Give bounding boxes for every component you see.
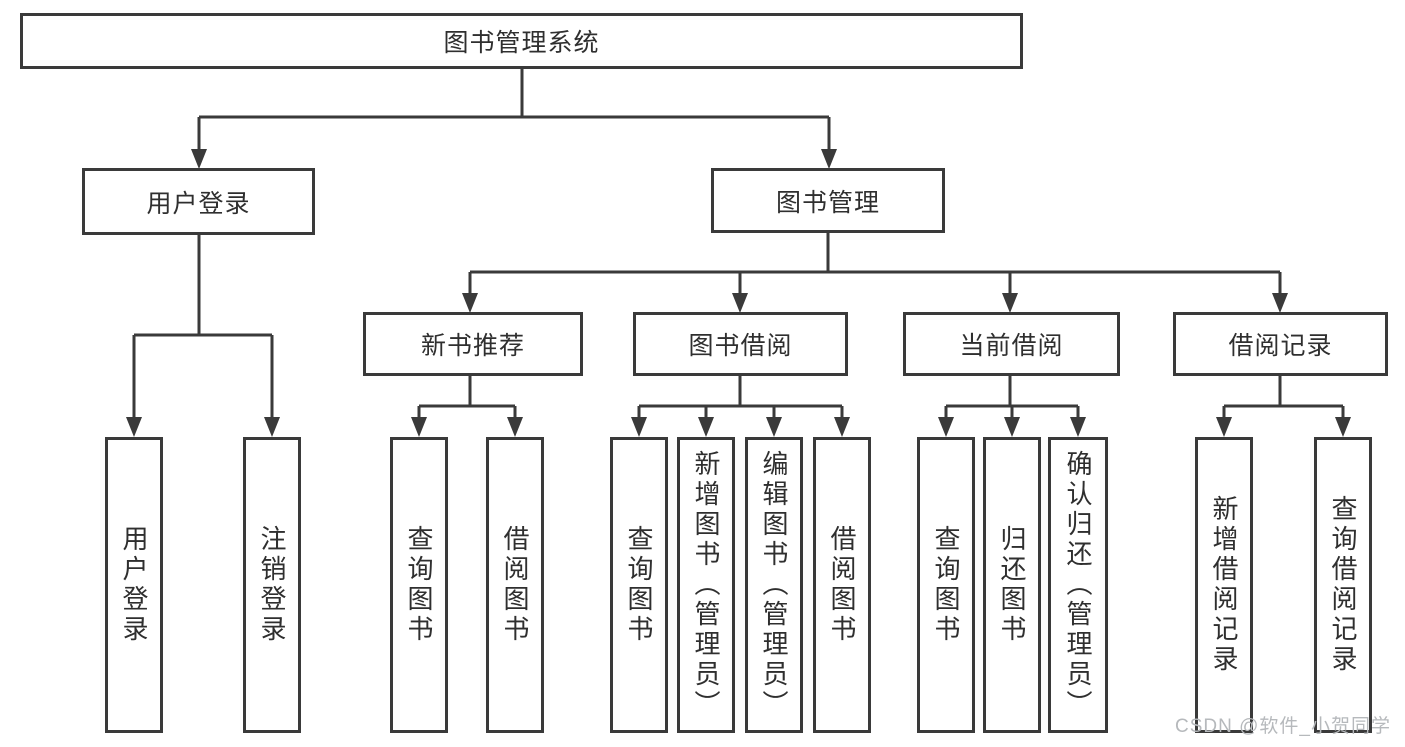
arrow-down-icon: [191, 149, 207, 169]
connector-bookmgmt-to-level3: [468, 233, 1282, 296]
node-label: 注销登录: [257, 525, 287, 645]
leaf-query-books-borrowing: 查询图书: [610, 437, 668, 733]
node-label: 查询图书: [404, 525, 434, 645]
node-label: 查询借阅记录: [1328, 495, 1358, 675]
arrow-down-icon: [507, 417, 523, 437]
arrow-down-icon: [834, 417, 850, 437]
node-label: 借阅图书: [500, 525, 530, 645]
leaf-borrow-books-borrowing: 借阅图书: [813, 437, 871, 733]
node-label: 新增借阅记录: [1209, 495, 1239, 675]
arrow-down-icon: [126, 417, 142, 437]
arrow-down-icon: [462, 293, 478, 313]
node-label: 用户登录: [119, 525, 149, 645]
node-label: 借阅图书: [827, 525, 857, 645]
arrow-down-icon: [1002, 293, 1018, 313]
arrow-down-icon: [1070, 417, 1086, 437]
node-label: 新增图书（管理员）: [691, 450, 721, 720]
node-new-book-recommend: 新书推荐: [363, 312, 583, 376]
node-label: 归还图书: [997, 525, 1027, 645]
connector-strokes: [126, 68, 1351, 437]
leaf-confirm-return-admin: 确认归还（管理员）: [1048, 437, 1108, 733]
arrow-down-icon: [1272, 293, 1288, 313]
connector-root-to-level2: [197, 68, 831, 152]
node-label: 确认归还（管理员）: [1063, 450, 1093, 720]
node-label: 当前借阅: [959, 332, 1064, 360]
arrow-down-icon: [1004, 417, 1020, 437]
node-user-login: 用户登录: [82, 168, 315, 235]
leaf-return-books: 归还图书: [983, 437, 1041, 733]
leaf-logout: 注销登录: [243, 437, 301, 733]
node-book-management: 图书管理: [711, 168, 945, 233]
connector-curborrow-to-leaves: [944, 376, 1080, 420]
arrow-down-icon: [1216, 417, 1232, 437]
arrow-down-icon: [732, 293, 748, 313]
node-label: 图书借阅: [688, 332, 793, 360]
node-current-borrowing: 当前借阅: [903, 312, 1120, 376]
node-label: 编辑图书（管理员）: [759, 450, 789, 720]
leaf-borrow-books-recommend: 借阅图书: [486, 437, 544, 733]
arrow-down-icon: [938, 417, 954, 437]
node-library-management-system: 图书管理系统: [20, 13, 1023, 69]
arrow-down-icon: [631, 417, 647, 437]
connector-borrowrec-to-leaves: [1222, 376, 1345, 420]
node-label: 图书管理系统: [443, 29, 600, 57]
leaf-add-books-admin: 新增图书（管理员）: [677, 437, 735, 733]
node-borrowing-records: 借阅记录: [1173, 312, 1388, 376]
node-label: 查询图书: [624, 525, 654, 645]
node-label: 用户登录: [146, 189, 251, 218]
connector-bookborrow-to-leaves: [637, 376, 844, 420]
node-label: 新书推荐: [420, 332, 525, 360]
leaf-user-login: 用户登录: [105, 437, 163, 733]
arrow-down-icon: [1335, 417, 1351, 437]
node-label: 图书管理: [775, 188, 880, 217]
leaf-query-books-current: 查询图书: [917, 437, 975, 733]
leaf-query-borrow-record: 查询借阅记录: [1314, 437, 1372, 733]
node-label: 查询图书: [931, 525, 961, 645]
connector-newrec-to-leaves: [417, 376, 517, 420]
leaf-add-borrow-record: 新增借阅记录: [1195, 437, 1253, 733]
connector-userlogin-to-leaves: [132, 235, 274, 420]
arrow-down-icon: [264, 417, 280, 437]
arrowheads: [126, 149, 1351, 437]
arrow-down-icon: [766, 417, 782, 437]
node-book-borrowing: 图书借阅: [633, 312, 848, 376]
arrow-down-icon: [698, 417, 714, 437]
leaf-query-books-recommend: 查询图书: [390, 437, 448, 733]
node-label: 借阅记录: [1228, 332, 1333, 360]
arrow-down-icon: [821, 149, 837, 169]
arrow-down-icon: [411, 417, 427, 437]
leaf-edit-books-admin: 编辑图书（管理员）: [745, 437, 803, 733]
